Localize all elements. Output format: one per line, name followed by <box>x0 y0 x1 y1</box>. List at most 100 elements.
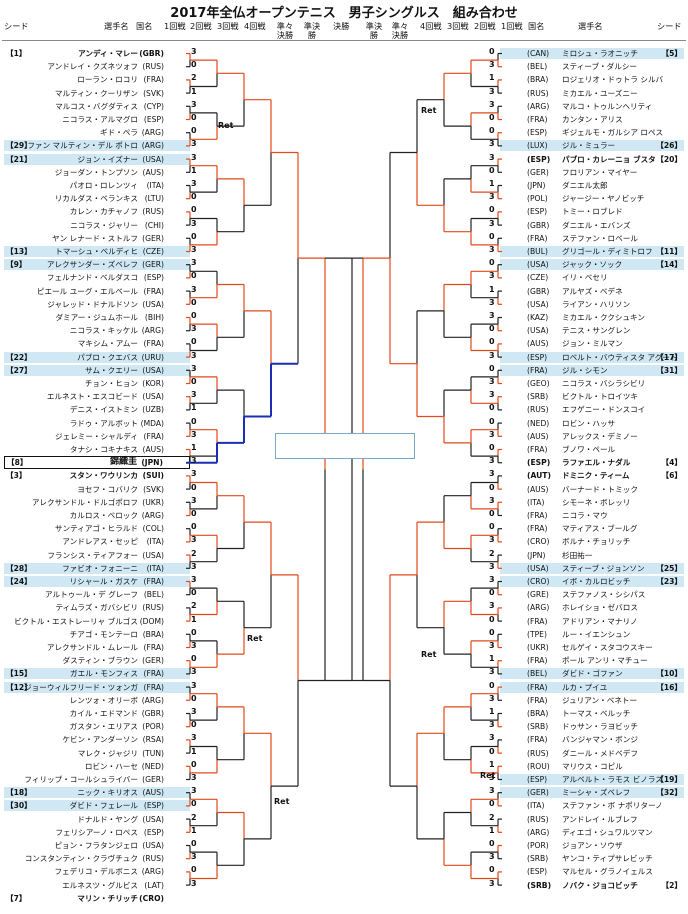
player-name: ジョン・ミルマン <box>562 339 623 349</box>
score-value: 0 <box>191 654 197 664</box>
seed-label: 【29】 <box>6 141 32 151</box>
country-code: (AUS) <box>527 431 549 441</box>
country-code: (BEL) <box>527 669 548 679</box>
player-name: ガエル・モンフィス <box>70 669 138 679</box>
score-value: 3 <box>191 324 197 334</box>
score-value: 1 <box>489 825 495 835</box>
score-value: 2 <box>489 812 495 822</box>
player-row-left: ピョン・フラタンジェロ(USA) <box>4 840 190 851</box>
player-name: ドゥサン・ラヨビッチ <box>562 722 638 732</box>
player-name: ミカエル・ククシュキン <box>562 313 645 322</box>
player-row-right: (TPE)ルー・イエンシュン <box>500 629 684 640</box>
player-name: バーナード・トミック <box>562 484 638 494</box>
seed-label: 【8】 <box>7 458 28 468</box>
player-row-right: (AUS) アレックス・デミノー <box>500 431 684 442</box>
player-row-right: (UKR)セルゲイ・スタコウスキー <box>500 642 684 653</box>
player-name: ニック・キリオス <box>77 788 138 798</box>
player-row-left: ダスティン・ブラウン(GER) <box>4 655 190 666</box>
player-name: アレクサンドル・ドルゴポロフ <box>31 497 138 507</box>
score-value: 0 <box>191 509 197 518</box>
player-row-right: (BRA)ロジェリオ・ドゥトラ シルバ <box>500 74 684 85</box>
player-row-right: (ESP)ギジェルモ・ガルシア ロペス <box>500 127 684 138</box>
player-name: スタン・ワウリンカ <box>69 471 138 481</box>
player-name: ジル・ミュラー <box>562 141 616 151</box>
player-row-left: ローラン・ロコリ(FRA) <box>4 74 190 85</box>
country-code: (ESP) <box>143 273 164 283</box>
country-code: (GBR) <box>139 49 164 58</box>
player-row-right: (RUS)ミカエル・ユーズニー <box>500 88 684 99</box>
player-name: ジャージー・ヤノビッチ <box>562 194 645 204</box>
player-row-left: チアゴ・モンテーロ(BRA) <box>4 629 190 640</box>
player-name: デニス・イストミン <box>69 405 138 415</box>
score-value: 3 <box>489 311 495 320</box>
score-value: 0 <box>191 482 197 492</box>
seed-label: 【4】 <box>661 458 682 468</box>
player-row-left: 【15】ガエル・モンフィス(FRA) <box>4 668 190 680</box>
player-row-left: ピエール ユーグ・エルベール(FRA) <box>4 286 190 297</box>
country-code: (FRA) <box>527 616 548 626</box>
score-value: 3 <box>191 680 197 690</box>
score-value: 2 <box>191 601 197 611</box>
player-row-right: (POL)ジャージー・ヤノビッチ <box>500 193 684 204</box>
player-name: ブノワ・ペール <box>562 445 616 454</box>
player-name: ピョン・フラタンジェロ <box>54 841 138 850</box>
score-value: 3 <box>489 773 495 782</box>
player-name: ヤン レナード・ストルフ <box>52 233 138 243</box>
country-code: (FRA) <box>527 115 548 124</box>
country-code: (BIH) <box>144 313 164 322</box>
header-r1-left: 1回戦 <box>164 21 186 31</box>
country-code: (FRA) <box>143 431 164 441</box>
player-name: アレックス・デミノー <box>562 431 638 441</box>
score-value: 0 <box>489 746 495 756</box>
seed-label: 【7】 <box>6 893 27 903</box>
score-value: 3 <box>489 495 495 505</box>
score-value: 3 <box>489 667 495 677</box>
player-row-left: ヤン レナード・ストルフ(GER) <box>4 233 190 244</box>
player-name: シモーネ・ボレッリ <box>562 497 631 507</box>
player-row-right: (SRB)ヤンコ・ティプサレビッチ <box>500 853 684 864</box>
score-value: 0 <box>191 377 197 386</box>
score-value: 0 <box>489 113 495 122</box>
country-code: (FRA) <box>143 286 164 296</box>
score-value: 0 <box>191 60 197 70</box>
country-code: (ESP) <box>143 827 164 837</box>
seed-label: 【31】 <box>656 365 682 375</box>
player-row-right: (FRA)ニコラ・マウ <box>500 510 684 521</box>
country-code: (AUS) <box>142 167 165 177</box>
country-code: (ITA) <box>146 181 164 190</box>
player-row-left: ヨセフ・コバリク(SVK) <box>4 484 190 495</box>
player-name: ジョーダン・トンプソン <box>54 167 138 177</box>
header-r4-left: 4回戦 <box>244 21 266 31</box>
player-name: ダニエル太郎 <box>562 181 608 190</box>
player-name: グリゴール・ディミトロフ <box>562 247 653 256</box>
player-name: イリ・ベセリ <box>562 273 608 283</box>
score-value: 3 <box>489 350 495 360</box>
player-name: ジョン・イズナー <box>77 154 138 164</box>
player-row-right: (AUS)バーナード・トミック <box>500 484 684 495</box>
country-code: (KOR) <box>142 379 164 388</box>
player-row-left: アンドレイ・クズネツォフ(RUS) <box>4 61 190 72</box>
country-code: (FRA) <box>527 511 548 520</box>
player-name: ドナルド・ヤング <box>77 814 138 824</box>
seed-label: 【19】 <box>656 775 682 784</box>
seed-label: 【26】 <box>656 141 682 151</box>
country-code: (ARG) <box>141 141 164 151</box>
player-name: フロリアン・マイヤー <box>562 167 638 177</box>
player-row-right: (FRA)カンタン・アリス <box>500 114 684 125</box>
player-name: トーマス・ベルッチ <box>562 709 631 718</box>
score-value: 0 <box>191 522 197 532</box>
country-code: (ITA) <box>146 563 164 573</box>
country-code: (RUS) <box>527 88 549 98</box>
score-value: 2 <box>191 548 197 558</box>
player-row-left: アレクサンドル・ムレール(FRA) <box>4 642 190 653</box>
player-row-left: ジャレッド・ドナルドソン(USA) <box>4 299 190 310</box>
player-name: ライアン・ハリソン <box>562 299 631 309</box>
header-player-right: 選手名 <box>578 21 603 31</box>
player-row-right: (ITA)シモーネ・ボレッリ <box>500 497 684 508</box>
country-code: (LTU) <box>144 194 164 204</box>
country-code: (CZE) <box>142 247 164 256</box>
score-value: 0 <box>191 192 197 202</box>
score-value: 3 <box>191 152 197 162</box>
player-name: 杉田祐一 <box>562 550 593 560</box>
